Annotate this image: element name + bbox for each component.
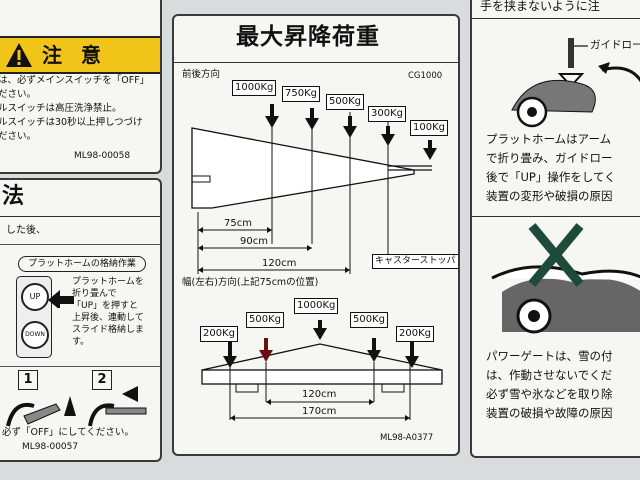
instr-4: 上昇後、連動して (72, 313, 144, 323)
right-text-1-4: 装置の変形や破損の原因 (486, 189, 613, 203)
instr-3: 「UP」を押すと (72, 301, 139, 311)
caution-line-4: ルスイッチは30秒以上押しつづけ (0, 117, 143, 128)
instr-1: プラットホームを (72, 277, 144, 287)
caster-stopper-label: キャスターストッパ (372, 254, 458, 269)
load-200kg-left: 200Kg (200, 326, 238, 342)
up-button-icon: UP (21, 283, 49, 311)
instr-2: 折り畳んで (72, 289, 117, 299)
dim-170cm-bottom: 170cm (302, 406, 337, 417)
fore-aft-label: 前後方向 (182, 69, 221, 80)
dim-120cm-bottom: 120cm (302, 389, 337, 400)
right-text-1-3: 後で「UP」操作をしてく (486, 170, 616, 184)
pointer-arrow-icon (48, 290, 74, 308)
step-title: プラットホームの格納作業 (28, 259, 136, 269)
dim-90cm: 90cm (240, 236, 268, 247)
guide-roller-illustration (511, 38, 640, 128)
down-button-icon: DOWN (21, 321, 49, 349)
snow-prohibited-illustration (491, 223, 640, 334)
load-1000kg-center: 1000Kg (294, 298, 339, 314)
up-label: UP (29, 292, 41, 301)
load-500kg-right: 500Kg (350, 312, 388, 328)
center-code: ML98-A0377 (380, 433, 434, 443)
load-500kg-left: 500Kg (246, 312, 284, 328)
max-load-panel: 最大昇降荷重 前後方向 CG1000 (172, 14, 460, 456)
right-text-1-1: プラットホームはアーム (486, 132, 612, 146)
load-750kg-top: 750Kg (282, 86, 320, 102)
right-text-2-2: は、作動させないでくだ (486, 368, 613, 382)
method-heading: 法 (2, 184, 25, 209)
step-1-number: 1 (23, 372, 33, 387)
folding-steps-illustration (6, 386, 147, 427)
method-line-1: した後、 (6, 225, 46, 236)
caution-line-5: ださい。 (0, 131, 37, 142)
dim-75cm: 75cm (224, 218, 252, 229)
step-2-number: 2 (97, 372, 107, 387)
control-box: UP DOWN (16, 276, 52, 358)
load-title: 最大昇降荷重 (236, 24, 380, 50)
step-2-box: 2 (92, 370, 112, 390)
dim-120cm-top: 120cm (262, 258, 297, 269)
load-diagram-lines (191, 104, 443, 421)
guide-roller-label: ガイドロー (590, 39, 640, 51)
operation-method-panel: 法 した後、 プラットホームの格納作業 UP DOWN プラットホームを 折り畳… (0, 178, 162, 462)
down-label: DOWN (25, 331, 45, 338)
method-footer: 必ず「OFF」にしてください。 (2, 427, 134, 438)
lateral-label: 幅(左右)方向(上記75cmの位置) (182, 277, 319, 288)
caution-header: 注 意 (0, 36, 160, 74)
load-500kg-top: 500Kg (326, 94, 364, 110)
caution-code: ML98-00058 (74, 151, 131, 161)
caution-heading: 注 意 (42, 43, 107, 67)
right-warning-panel: 手を挟まないように注 ガイドロー プラットホームはアーム で折り畳み、ガイドロー… (470, 0, 640, 458)
load-300kg-top: 300Kg (368, 106, 406, 122)
load-1000kg-top: 1000Kg (232, 80, 277, 96)
step-title-box: プラットホームの格納作業 (18, 256, 146, 272)
model-label: CG1000 (408, 71, 443, 81)
instr-6: す。 (72, 337, 90, 347)
caution-label-panel: 注 意 は、必ずメインスイッチを「OFF」 ださい。 ルスイッチは高圧洗浄禁止。… (0, 0, 162, 174)
instr-5: スライド格納しま (72, 325, 145, 335)
load-100kg-top: 100Kg (410, 120, 448, 136)
right-text-2-4: 装置の破損や故障の原因 (486, 406, 613, 420)
step-1-box: 1 (18, 370, 38, 390)
right-text-2-3: 必ず雪や氷などを取り除 (486, 387, 613, 401)
right-top-text: 手を挟まないように注 (480, 0, 600, 13)
right-text-2-1: パワーゲートは、雪の付 (486, 349, 613, 363)
method-code: ML98-00057 (22, 442, 79, 452)
caution-line-3: ルスイッチは高圧洗浄禁止。 (0, 103, 122, 114)
warning-triangle-icon (6, 43, 32, 67)
caution-line-1: は、必ずメインスイッチを「OFF」 (0, 75, 150, 86)
load-200kg-right: 200Kg (396, 326, 434, 342)
caution-line-2: ださい。 (0, 89, 37, 100)
right-text-1-2: で折り畳み、ガイドロー (486, 151, 613, 165)
